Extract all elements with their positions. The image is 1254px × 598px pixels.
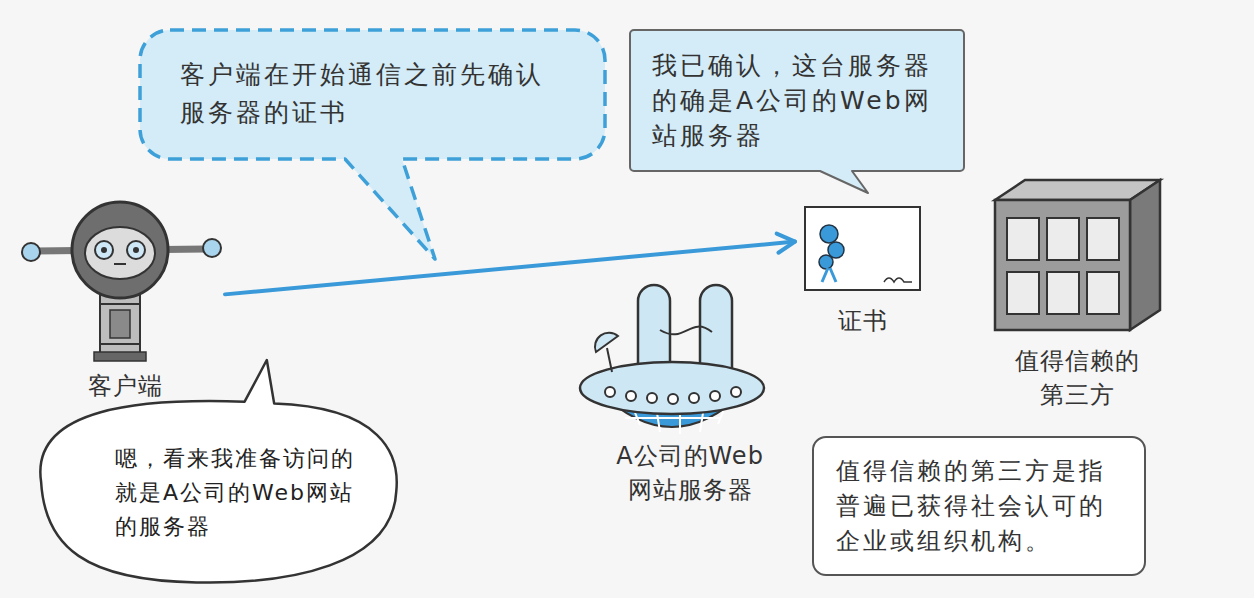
bubble-outline — [630, 30, 964, 193]
robot-hand — [203, 239, 221, 257]
certificate: 证书 — [795, 200, 930, 339]
building-side — [1130, 180, 1160, 330]
web-server: A公司的Web网站服务器 — [570, 270, 810, 507]
building-front — [995, 200, 1130, 330]
robot-panel — [110, 310, 130, 338]
robot-body — [100, 294, 140, 354]
robot-mouth — [114, 263, 126, 265]
node-text: 嗯，看来我准备访问的就是A公司的Web网站的服务器 — [115, 442, 360, 544]
speech-bubble: 我已确认，这台服务器的确是A公司的Web网站服务器 — [630, 30, 964, 171]
certificate-ribbon — [822, 268, 836, 282]
robot-face — [85, 227, 155, 279]
robot-pupil — [133, 247, 139, 253]
robot-eye — [95, 241, 113, 259]
server-loop — [660, 327, 712, 335]
bubble-outline — [140, 30, 605, 159]
robot-pupil — [101, 247, 107, 253]
thought-bubble: 嗯，看来我准备访问的就是A公司的Web网站的服务器 — [30, 398, 400, 584]
node-text: 我已确认，这台服务器的确是A公司的Web网站服务器 — [652, 48, 942, 153]
robot-head — [72, 202, 168, 298]
certificate-picture — [805, 207, 920, 290]
certificate-stamp — [819, 255, 833, 269]
node-text: 证书 — [795, 305, 930, 339]
client-figure: 客户端 — [25, 205, 225, 404]
robot-hand — [22, 243, 40, 261]
node-text: 客户端在开始通信之前先确认服务器的证书 — [180, 56, 567, 131]
server-antenna — [607, 348, 612, 372]
building — [995, 180, 1160, 330]
node-text: 值得信赖的第三方是指普遍已获得社会认可的企业或组织机构。 — [836, 454, 1122, 558]
certificate-paper — [805, 207, 920, 290]
node-text: 客户端 — [25, 370, 225, 404]
certificate-signature — [884, 278, 912, 282]
bubble-outline — [140, 30, 605, 259]
robot-base — [94, 352, 146, 361]
robot-client — [22, 202, 221, 361]
cloud-outline — [40, 360, 396, 583]
server-dish — [580, 362, 764, 414]
server-lights — [605, 387, 741, 404]
arrow-head — [777, 234, 795, 253]
robot-stripe — [100, 303, 140, 305]
arrow-connector — [225, 234, 795, 295]
speech-bubble: 客户端在开始通信之前先确认服务器的证书 — [140, 30, 605, 159]
robot-eye — [127, 241, 145, 259]
trusted-third-party: 值得信赖的第三方 — [985, 175, 1170, 412]
building-windows — [1007, 218, 1119, 314]
note-box: 值得信赖的第三方是指普遍已获得社会认可的企业或组织机构。 — [812, 436, 1146, 576]
certificate-stamp — [820, 225, 838, 243]
certificate-stamp — [828, 242, 844, 258]
node-text: A公司的Web网站服务器 — [590, 440, 790, 507]
ufo-server — [580, 285, 764, 434]
robot-stripe — [100, 343, 140, 345]
connector-line — [225, 242, 795, 295]
node-text: 值得信赖的第三方 — [1013, 345, 1143, 412]
